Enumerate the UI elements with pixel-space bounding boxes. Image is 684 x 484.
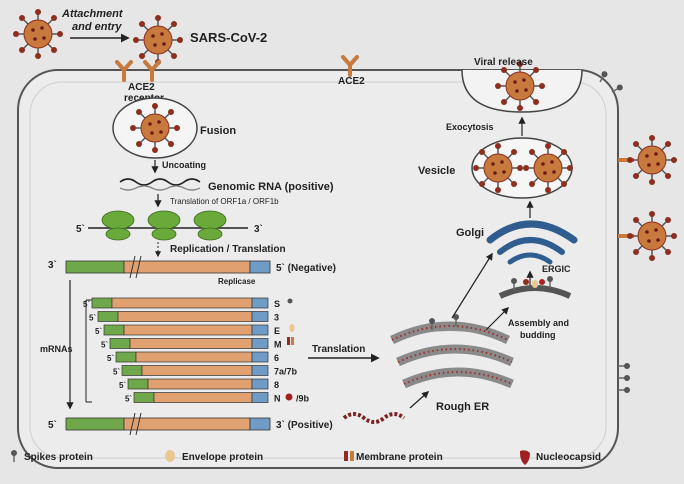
mrna-row: 5` 7a/7b <box>113 365 298 377</box>
negative-strand <box>65 255 271 279</box>
mrna-gene-label-9b: /9b <box>296 394 310 404</box>
legend-envelope: Envelope protein <box>182 452 263 463</box>
attachment-label: Attachment <box>61 8 124 20</box>
positive-label: 3` (Positive) <box>276 420 333 431</box>
membrane-protein-icon <box>344 451 354 461</box>
virus-particle <box>472 142 524 194</box>
virus-particle <box>626 134 678 186</box>
three-prime-label: 3` <box>254 224 263 235</box>
mrna-row: 5` S <box>83 297 280 309</box>
mrna-five-prime: 5` <box>107 354 114 363</box>
neg-three-prime: 3` <box>48 260 57 271</box>
legend-nucleocapsid: Nucleocapsid <box>536 452 601 463</box>
exocytosis-label: Exocytosis <box>446 122 494 132</box>
legend-membrane: Membrane protein <box>356 452 443 463</box>
virus-particle <box>626 210 678 262</box>
genomic-rna-strand <box>119 178 201 186</box>
mrna-row: 5` 6 <box>107 351 279 363</box>
translation-label: Translation <box>312 344 365 355</box>
mrna-set: 5` S 5` 3 5` E 5` M 5` 6 5` 7a/7b 5` 8 5` N/9b <box>83 297 310 404</box>
legend-spikes: Spikes protein <box>24 452 93 463</box>
ace2-receptor-label: ACE2 <box>128 82 155 93</box>
mrna-five-prime: 5` <box>125 395 132 404</box>
negative-label: 5` (Negative) <box>276 263 336 274</box>
nucleocapsid-icon <box>520 450 530 465</box>
mrna-row: 5` 3 <box>89 311 279 323</box>
mrna-row: 5` E <box>95 324 280 336</box>
entry-label: and entry <box>72 21 122 33</box>
mrna-gene-label: M <box>274 340 282 350</box>
envelope-icon <box>165 450 175 462</box>
mrna-gene-label: 8 <box>274 380 279 390</box>
mrna-five-prime: 5` <box>119 381 126 390</box>
vesicle-label: Vesicle <box>418 165 455 177</box>
replication-label: Replication / Translation <box>170 244 286 255</box>
mrna-five-prime: 5` <box>101 341 108 350</box>
rough-er <box>390 321 514 389</box>
virus-particle <box>129 102 181 154</box>
ribosome-large <box>147 210 181 230</box>
virus-particle <box>12 8 64 60</box>
assembly-label: Assembly and <box>508 318 569 328</box>
budding-label: budding <box>520 330 556 340</box>
virus-particle <box>132 14 184 66</box>
mrna-five-prime: 5` <box>113 368 120 377</box>
golgi <box>486 220 578 265</box>
uncoating-label: Uncoating <box>162 160 206 170</box>
genomic-rna-label: Genomic RNA (positive) <box>208 181 334 193</box>
mrna-five-prime: 5` <box>89 314 96 323</box>
mrna-gene-label: 6 <box>274 353 279 363</box>
virus-particle <box>494 60 546 112</box>
positive-strand <box>65 412 271 436</box>
mrna-row: 5` 8 <box>119 378 279 390</box>
golgi-label: Golgi <box>456 227 484 239</box>
mrna-gene-label: 7a/7b <box>274 367 298 377</box>
ribosome-large <box>101 210 135 230</box>
mrna-row: 5` N <box>125 392 281 404</box>
mrna-gene-label: 3 <box>274 313 279 323</box>
mrna-gene-label: E <box>274 326 280 336</box>
mrna-five-prime: 5` <box>83 300 90 309</box>
mrna-row: 5` M <box>101 338 282 350</box>
virus-label: SARS-CoV-2 <box>190 30 267 45</box>
nascent-protein <box>342 412 406 424</box>
mrna-five-prime: 5` <box>95 327 102 336</box>
legend: Spikes protein Envelope protein Membrane… <box>10 449 601 465</box>
ergic-label: ERGIC <box>542 264 571 274</box>
ace2-label: ACE2 <box>338 76 365 87</box>
rough-er-label: Rough ER <box>436 401 489 413</box>
replicase-label: Replicase <box>218 277 256 286</box>
virus-particle <box>522 142 574 194</box>
mrna-gene-label: N <box>274 394 281 404</box>
ribosome-large <box>193 210 227 230</box>
viral-release-label: Viral release <box>474 57 533 68</box>
orf-translation-label: Translation of ORF1a / ORF1b <box>170 197 279 206</box>
five-prime-label: 5` <box>76 224 85 235</box>
pos-five-prime: 5` <box>48 420 57 431</box>
mrnas-label: mRNAs <box>40 344 73 354</box>
mrna-gene-label: S <box>274 299 280 309</box>
ergic-membrane <box>498 285 572 299</box>
fusion-label: Fusion <box>200 125 236 137</box>
